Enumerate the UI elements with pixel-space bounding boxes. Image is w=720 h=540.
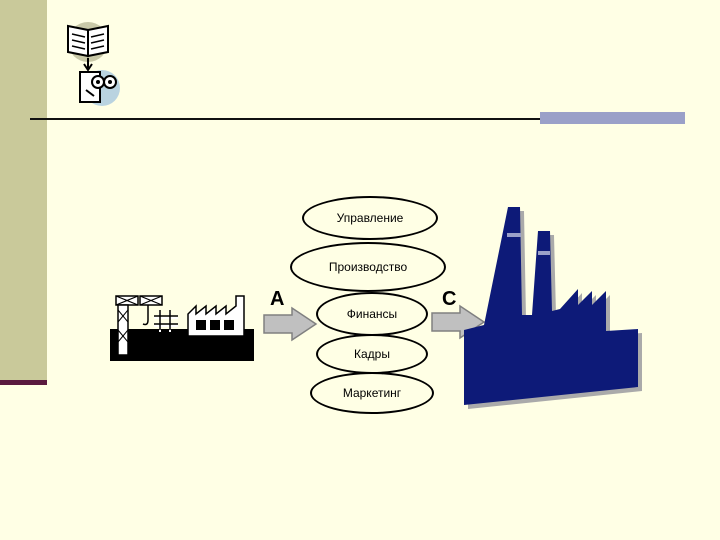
binoculars-icon [79,70,120,106]
header-rule [30,118,540,120]
book-icon [67,22,109,62]
construction-site-icon [110,295,254,361]
function-finance: Финансы [316,292,428,336]
book-binoculars-icon [67,22,120,106]
function-marketing: Маркетинг [310,372,434,414]
function-personnel: Кадры [316,334,428,374]
factory-icon [464,207,642,409]
function-management: Управление [302,196,438,240]
sidebar-accent [0,380,47,385]
function-production: Производство [290,242,446,292]
sidebar-strip [0,0,47,382]
header-rule-accent [540,112,685,124]
input-label: A [270,288,285,310]
output-label: C [442,288,457,310]
input-arrow [263,306,318,342]
